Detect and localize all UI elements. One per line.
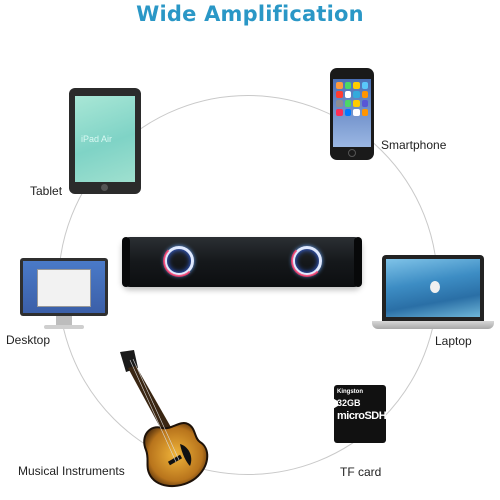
guitar-icon [120,350,209,487]
tablet-home-button [101,184,108,191]
smartphone-home-button [348,149,356,157]
laptop-screen [386,259,480,317]
tablet-icon: iPad Air [69,88,141,194]
tfcard-capacity: 32GB [337,398,361,408]
smartphone-screen [333,79,371,147]
tfcard-brand: Kingston [337,389,363,395]
sd-card-icon: Kingston 32GB microSDHC [334,385,386,443]
desktop-screen [23,261,105,313]
desktop-base [44,325,84,329]
laptop-lid [382,255,484,321]
desktop-monitor [20,258,108,316]
tablet-screen-text: iPad Air [81,134,113,144]
laptop-deck [372,321,494,329]
tablet-label: Tablet [30,184,63,198]
smartphone-icon [330,68,374,160]
page-title: Wide Amplification [136,2,364,26]
desktop-stand [56,316,72,325]
speaker-led-ring-left [163,245,195,277]
laptop-label: Laptop [435,334,472,348]
desktop-window [37,269,91,307]
tfcard-label: TF card [340,465,382,479]
speaker-led-ring-right [291,245,323,277]
musical-instruments-label: Musical Instruments [18,464,125,478]
tfcard-type: microSDHC [337,410,394,422]
smartphone-label: Smartphone [381,138,447,152]
desktop-icon [20,258,108,330]
apple-logo-icon [430,281,440,293]
laptop-icon [372,255,494,333]
speaker-endcap-left [122,237,130,287]
desktop-label: Desktop [6,333,51,347]
tablet-screen: iPad Air [75,96,135,182]
speaker-endcap-right [354,237,362,287]
speaker-bar-icon [122,237,362,287]
